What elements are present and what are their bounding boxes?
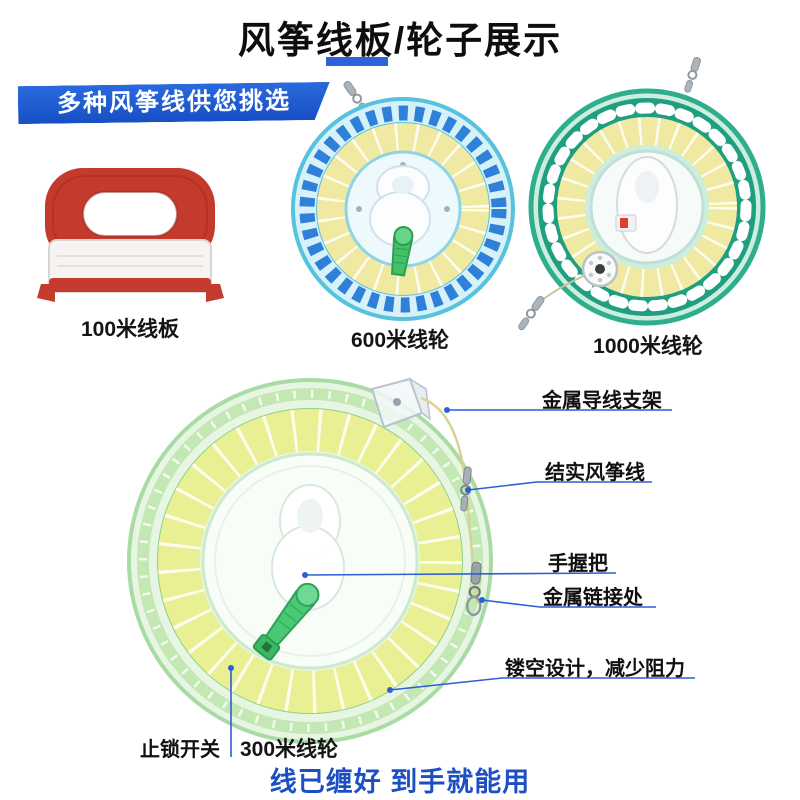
board-body (37, 239, 224, 302)
title-accent-bar (326, 57, 388, 66)
callout-stop-lock: 止锁开关 (140, 739, 220, 761)
reel-300-body (127, 378, 493, 744)
reel-300-svg (127, 377, 493, 744)
stop-lock-switch (252, 633, 281, 661)
crank-handle (252, 582, 320, 661)
reel-300-image (95, 336, 525, 781)
line-board-image (33, 166, 228, 321)
label-reel-600: 600米线轮 (350, 329, 450, 352)
swivel-icon (684, 56, 701, 93)
callout-metal-link: 金属链接处 (543, 587, 643, 609)
label-reel-1000: 1000米线轮 (593, 335, 703, 358)
swivel-icon (518, 295, 545, 331)
reel-600-image (278, 69, 528, 354)
reel-1000-svg (518, 56, 766, 331)
callout-strong-line: 结实风筝线 (545, 462, 645, 484)
lock-button (615, 214, 637, 232)
label-board-100: 100米线板 (80, 318, 180, 341)
bottom-slogan: 线已缠好 到手就能用 (269, 767, 531, 797)
reel-600-body (291, 97, 515, 321)
reel-1000-body (528, 88, 766, 326)
crank-handle (390, 226, 414, 277)
callout-guide-bracket: 金属导线支架 (542, 390, 662, 412)
callout-hollow-design: 镂空设计，减少阻力 (505, 658, 685, 680)
reel-1000-image (512, 56, 787, 362)
reel-600-svg (291, 80, 515, 321)
callout-hand-grip: 手握把 (548, 553, 608, 575)
page-title: 风筝线板/轮子展示 (237, 20, 563, 61)
line-board-svg (37, 168, 224, 302)
label-reel-300: 300米线轮 (240, 738, 339, 761)
